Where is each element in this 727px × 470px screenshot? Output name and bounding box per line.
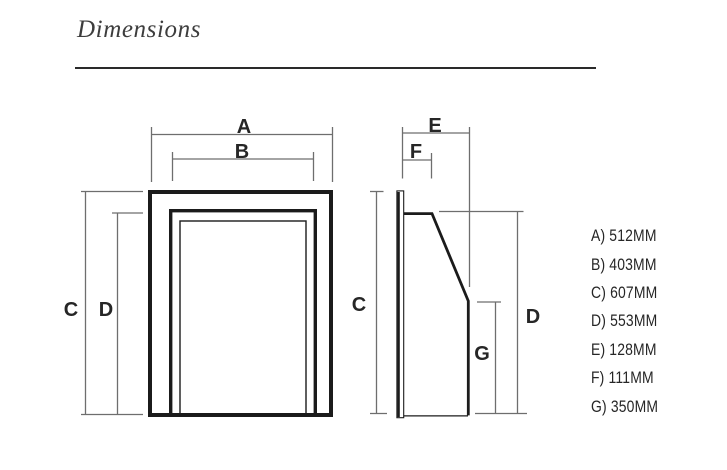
measurement-row: F) 111MM xyxy=(591,368,654,388)
measurement-row: C) 607MM xyxy=(591,282,658,302)
side-dim-f-lines xyxy=(402,153,433,179)
front-dim-label-d: D xyxy=(98,299,114,321)
front-dim-label-c: C xyxy=(63,299,79,321)
front-dim-c-lines xyxy=(81,190,143,416)
side-dim-d-lines xyxy=(439,210,527,415)
side-dim-e-lines xyxy=(401,127,471,287)
side-dim-label-g: G xyxy=(474,343,490,365)
front-dim-b-lines xyxy=(171,152,315,181)
side-dim-label-d: D xyxy=(525,306,541,328)
front-dim-label-a: A xyxy=(236,116,252,138)
front-opening-trim xyxy=(179,220,307,416)
front-inner-frame xyxy=(168,208,318,418)
front-dim-a-lines xyxy=(150,127,334,182)
side-dim-label-f: F xyxy=(409,141,423,163)
side-back-panel xyxy=(396,190,405,419)
measurement-row: G) 350MM xyxy=(591,396,659,416)
front-dim-label-b: B xyxy=(234,141,250,163)
front-outer-frame xyxy=(148,190,333,417)
side-dim-label-e: E xyxy=(428,115,442,137)
front-dim-d-lines xyxy=(112,212,143,415)
side-body-profile xyxy=(403,212,470,417)
side-view-drawing xyxy=(370,127,527,419)
measurement-row: D) 553MM xyxy=(591,311,658,331)
measurement-list: A) 512MM B) 403MM C) 607MM D) 553MM E) 1… xyxy=(591,222,673,421)
side-dim-label-c: C xyxy=(351,294,367,316)
side-dim-c-lines xyxy=(370,190,387,415)
measurement-row: A) 512MM xyxy=(591,226,657,246)
measurement-row: E) 128MM xyxy=(591,339,657,359)
page-title: Dimensions xyxy=(77,16,202,43)
front-view-drawing xyxy=(81,127,334,418)
title-underline xyxy=(75,67,596,69)
measurement-row: B) 403MM xyxy=(591,254,657,274)
side-dim-g-lines xyxy=(477,301,501,414)
